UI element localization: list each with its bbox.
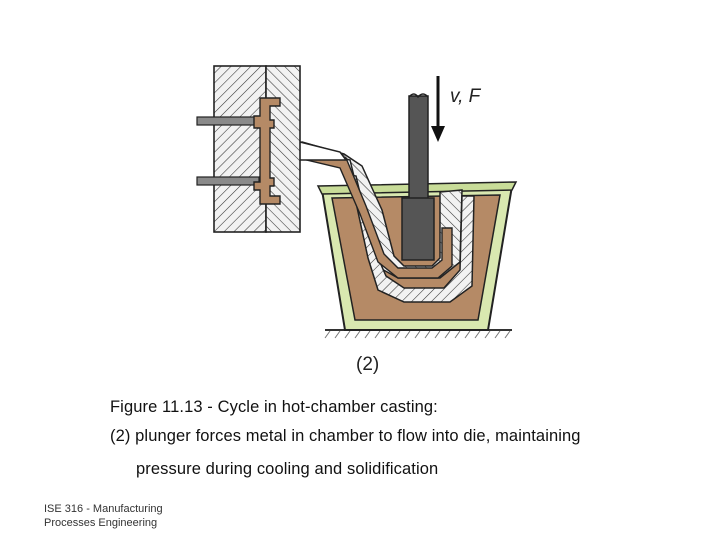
fixed-die-half bbox=[213, 65, 267, 233]
footer-line-2: Processes Engineering bbox=[44, 517, 158, 529]
die-cavity-metal bbox=[253, 97, 281, 205]
caption-line-2: (2) plunger forces metal in chamber to f… bbox=[110, 427, 581, 445]
gooseneck-metal-channel bbox=[267, 145, 453, 279]
panel-label: (2) bbox=[356, 354, 379, 375]
slide-footer: ISE 316 ‑ Manufacturing Processes Engine… bbox=[44, 502, 163, 530]
floor-base bbox=[324, 329, 512, 339]
force-label: v, F bbox=[450, 86, 482, 107]
plunger bbox=[401, 93, 435, 261]
figure-caption: Figure 11.13 ‑ Cycle in hot‑chamber cast… bbox=[110, 393, 670, 484]
footer-line-1: ISE 316 ‑ Manufacturing bbox=[44, 503, 163, 515]
force-arrow bbox=[431, 76, 445, 142]
moving-die-half bbox=[265, 65, 301, 233]
caption-line-1: Figure 11.13 ‑ Cycle in hot‑chamber cast… bbox=[110, 398, 438, 416]
caption-line-3: pressure during cooling and solidificati… bbox=[136, 460, 439, 478]
